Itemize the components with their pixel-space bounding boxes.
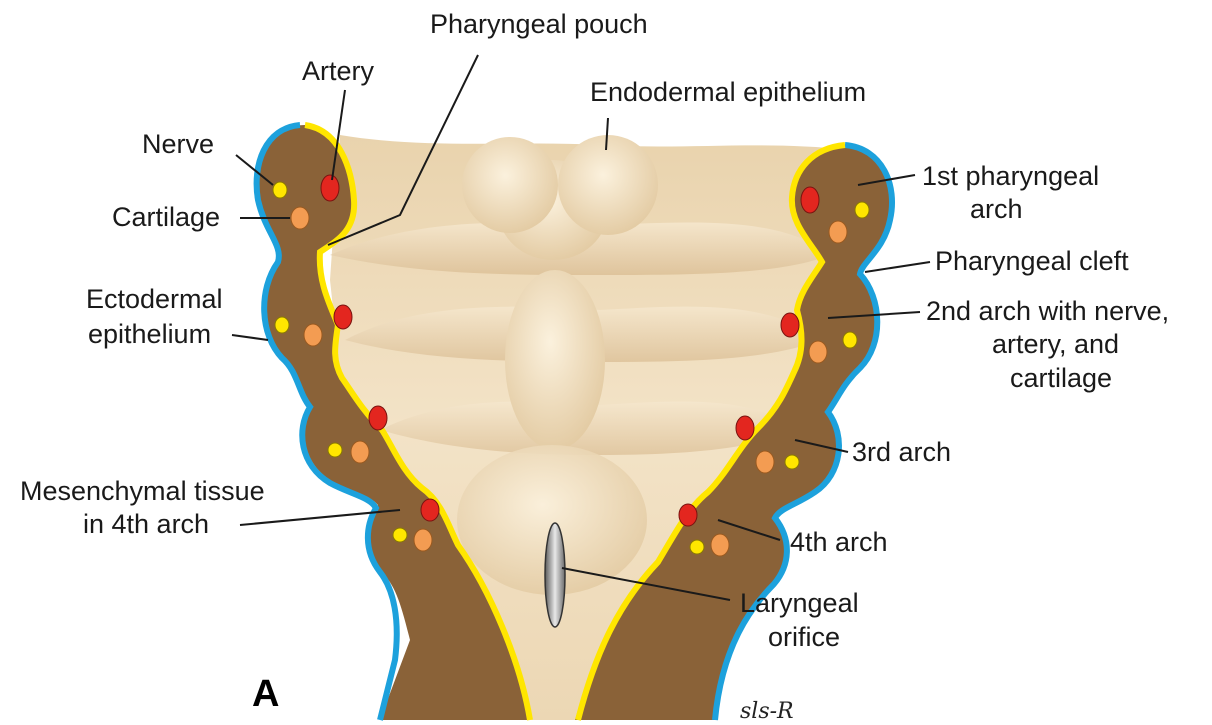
right-nerve-2	[843, 332, 857, 348]
label-pharyngeal-pouch: Pharyngeal pouch	[430, 9, 648, 39]
left-cartilage-4	[414, 529, 432, 551]
left-nerve-4	[393, 528, 407, 542]
label-mesenchymal-line2: in 4th arch	[83, 509, 209, 539]
label-first-arch-line1: 1st pharyngeal	[922, 161, 1099, 191]
left-cartilage-2	[304, 324, 322, 346]
panel-letter: A	[252, 673, 279, 715]
label-artery: Artery	[302, 56, 375, 86]
left-artery-4	[421, 499, 439, 521]
label-first-arch-line2: arch	[970, 194, 1023, 224]
label-fourth-arch: 4th arch	[790, 527, 888, 557]
label-endodermal-epithelium: Endodermal epithelium	[590, 77, 866, 107]
lateral-lingual-swelling-right	[558, 135, 658, 235]
artist-signature: sls-R	[740, 699, 794, 724]
right-artery-2	[781, 313, 799, 337]
label-third-arch: 3rd arch	[852, 437, 951, 467]
left-artery-1	[321, 175, 339, 201]
left-artery-2	[334, 305, 352, 329]
label-second-arch-line1: 2nd arch with nerve,	[926, 296, 1169, 326]
left-nerve-2	[275, 317, 289, 333]
right-cartilage-1	[829, 221, 847, 243]
hypobranchial-eminence	[505, 270, 605, 450]
label-cartilage: Cartilage	[112, 202, 220, 232]
right-cartilage-4	[711, 534, 729, 556]
right-cartilage-3	[756, 451, 774, 473]
left-cartilage-1	[291, 207, 309, 229]
right-artery-1	[801, 187, 819, 213]
label-laryngeal-line2: orifice	[768, 622, 840, 652]
right-cartilage-2	[809, 341, 827, 363]
label-pharyngeal-cleft: Pharyngeal cleft	[935, 246, 1129, 276]
label-laryngeal-line1: Laryngeal	[740, 588, 859, 618]
left-cartilage-3	[351, 441, 369, 463]
right-artery-4	[679, 504, 697, 526]
left-nerve-3	[328, 443, 342, 457]
right-nerve-4	[690, 540, 704, 554]
left-artery-3	[369, 406, 387, 430]
label-ectodermal-epithelium-line2: epithelium	[88, 319, 211, 349]
left-nerve-1	[273, 182, 287, 198]
laryngeal-orifice	[545, 523, 565, 627]
lateral-lingual-swelling-left	[462, 137, 558, 233]
label-nerve: Nerve	[142, 129, 214, 159]
right-nerve-1	[855, 202, 869, 218]
right-artery-3	[736, 416, 754, 440]
label-ectodermal-epithelium-line1: Ectodermal	[86, 284, 223, 314]
right-nerve-3	[785, 455, 799, 469]
label-mesenchymal-line1: Mesenchymal tissue	[20, 476, 265, 506]
label-second-arch-line2: artery, and	[992, 329, 1119, 359]
label-second-arch-line3: cartilage	[1010, 363, 1112, 393]
